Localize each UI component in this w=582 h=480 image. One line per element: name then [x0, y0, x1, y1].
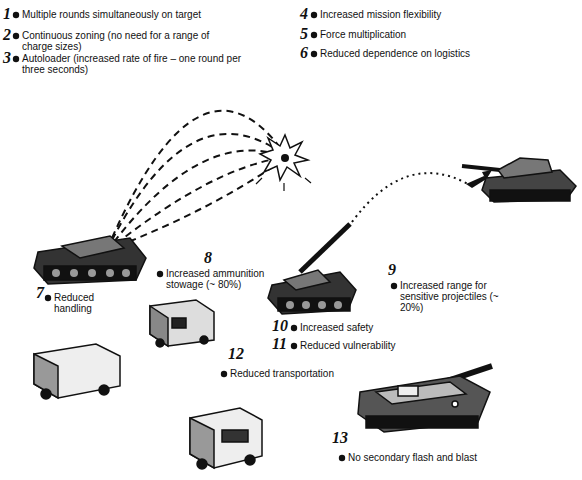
bullet-dot — [311, 51, 317, 57]
callout-number: 5 — [300, 26, 308, 42]
bullet-dot — [45, 295, 51, 301]
bullet-dot — [13, 56, 19, 62]
callout-text: Multiple rounds simultaneously on target — [22, 9, 282, 20]
callout-text: Increased mission flexibility — [320, 9, 560, 20]
trajectory — [112, 111, 282, 246]
callout-number: 7 — [36, 285, 44, 301]
trajectory — [352, 173, 468, 222]
bullet-dot — [339, 455, 345, 461]
explosion — [256, 135, 311, 191]
tank — [34, 236, 146, 284]
truck — [34, 344, 120, 399]
callout-text: Reduced dependence on logistics — [320, 48, 560, 59]
bullet-dot — [13, 33, 19, 39]
callout-number: 6 — [300, 45, 308, 61]
tank — [462, 158, 576, 202]
bullet-dot — [291, 325, 297, 331]
callout-number: 11 — [272, 336, 287, 352]
callout-text: Autoloader (increased rate of fire – one… — [22, 53, 247, 75]
callout-number: 2 — [3, 27, 11, 43]
bullet-dot — [291, 343, 297, 349]
bullet-dot — [391, 283, 397, 289]
callout-number: 12 — [228, 346, 244, 362]
truck — [150, 300, 214, 347]
bullet-dot — [157, 271, 163, 277]
callout-number: 3 — [3, 50, 11, 66]
tank — [268, 224, 356, 314]
callout-text: Reduced transportation — [230, 368, 360, 379]
callout-number: 8 — [204, 250, 212, 266]
truck — [190, 408, 262, 469]
callout-number: 4 — [300, 6, 308, 22]
callout-text: Force multiplication — [320, 29, 560, 40]
bullet-dot — [221, 371, 227, 377]
callout-number: 10 — [272, 318, 288, 334]
callout-number: 13 — [332, 430, 348, 446]
callout-text: Continuous zoning (no need for a range o… — [22, 30, 232, 52]
callout-text: No secondary flash and blast — [348, 452, 548, 463]
bullet-dot — [311, 32, 317, 38]
callout-text: Increased ammunition stowage (~ 80%) — [166, 268, 271, 290]
vehicle — [358, 366, 492, 432]
callout-text: Reduced handling — [54, 292, 114, 314]
bullet-dot — [311, 12, 317, 18]
callout-text: Reduced vulnerability — [300, 340, 450, 351]
callout-text: Increased safety — [300, 322, 450, 333]
callout-number: 1 — [3, 6, 11, 22]
callout-text: Increased range for sensitive projectile… — [400, 280, 500, 313]
callout-number: 9 — [388, 262, 396, 278]
bullet-dot — [13, 12, 19, 18]
